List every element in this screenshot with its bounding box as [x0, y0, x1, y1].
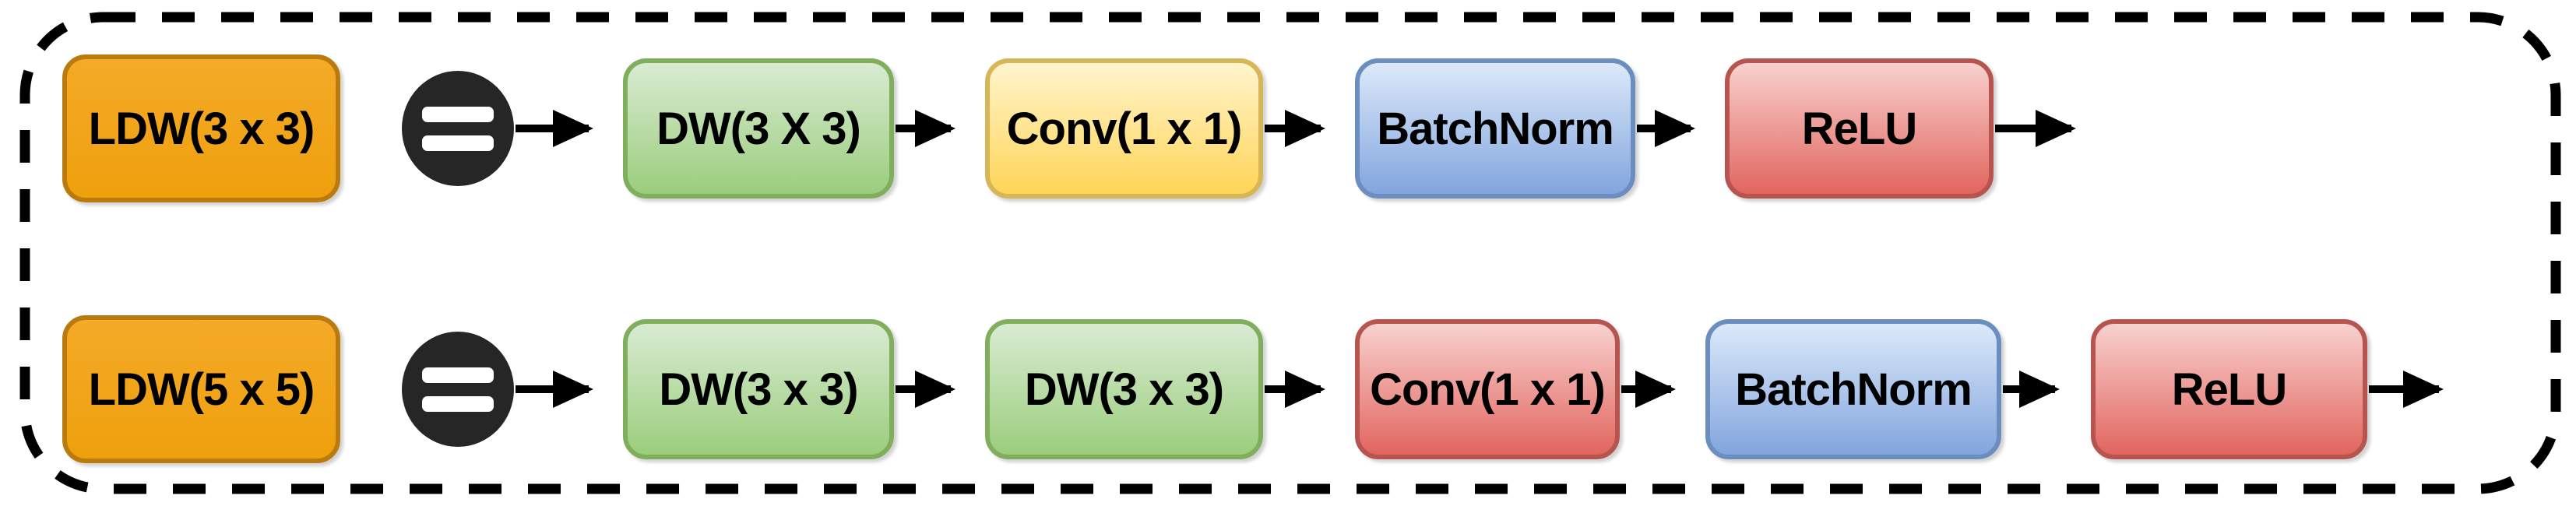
node-label: ReLU — [1801, 103, 1917, 154]
node-batchnorm-row1: BatchNorm — [1355, 58, 1635, 199]
node-conv-1x1-row2: Conv(1 x 1) — [1355, 319, 1620, 459]
node-conv-1x1-row1: Conv(1 x 1) — [985, 58, 1263, 199]
node-dw-3x3-row1: DW(3 X 3) — [623, 58, 894, 199]
node-label: DW(3 X 3) — [656, 103, 861, 154]
node-batchnorm-row2: BatchNorm — [1705, 319, 2001, 459]
node-ldw-3x3: LDW(3 x 3) — [62, 54, 340, 202]
node-label: Conv(1 x 1) — [1370, 364, 1606, 415]
node-label: Conv(1 x 1) — [1006, 103, 1243, 154]
node-label: ReLU — [2171, 364, 2287, 415]
equals-icon — [402, 71, 514, 186]
equals-bar-bottom — [422, 395, 494, 412]
node-dw-3x3-a-row2: DW(3 x 3) — [623, 319, 894, 459]
node-relu-row2: ReLU — [2091, 319, 2367, 459]
node-label: BatchNorm — [1377, 103, 1614, 154]
equals-bar-bottom — [422, 135, 494, 151]
equals-bar-top — [422, 367, 494, 383]
node-relu-row1: ReLU — [1725, 58, 1994, 199]
node-label: DW(3 x 3) — [659, 364, 858, 415]
node-label: LDW(3 x 3) — [88, 103, 315, 154]
node-dw-3x3-b-row2: DW(3 x 3) — [985, 319, 1263, 459]
node-label: LDW(5 x 5) — [88, 364, 315, 415]
node-label: DW(3 x 3) — [1024, 364, 1224, 415]
node-label: BatchNorm — [1735, 364, 1972, 415]
dashed-group-border — [19, 12, 2561, 494]
equals-bar-top — [422, 106, 494, 122]
equals-icon — [402, 332, 514, 447]
node-ldw-5x5: LDW(5 x 5) — [62, 315, 340, 463]
